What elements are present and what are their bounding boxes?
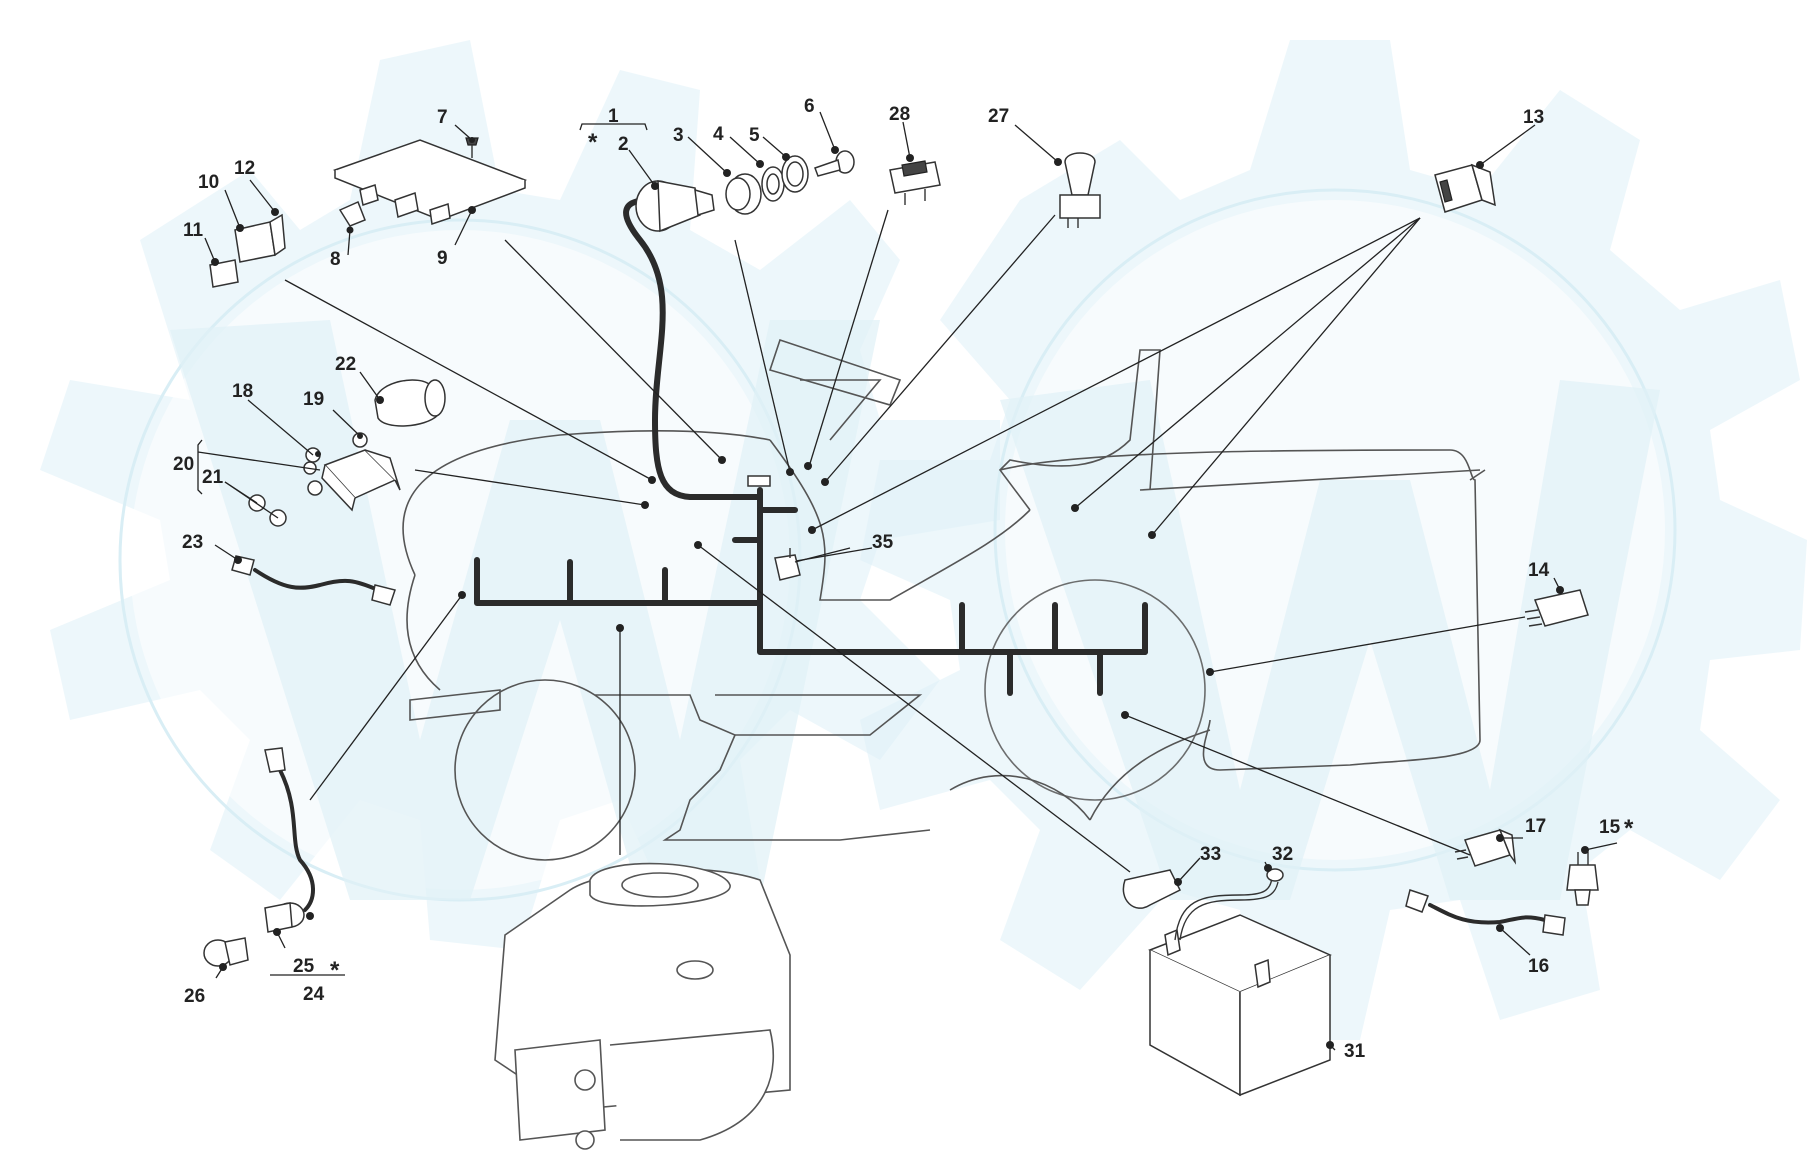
callout-4: 4 bbox=[713, 124, 724, 145]
main-harness bbox=[474, 197, 1148, 696]
callout-18: 18 bbox=[232, 381, 253, 402]
watermark bbox=[40, 40, 1807, 1040]
part-rocker-switch-28 bbox=[889, 154, 941, 205]
callout-24: 24 bbox=[303, 984, 325, 1005]
callouts: 1 2 3 4 5 6 7 8 9 10 11 12 13 14 15 16 1… bbox=[173, 96, 1634, 1062]
marker-asterisk-2: * bbox=[1624, 815, 1634, 842]
part-engine bbox=[494, 862, 791, 1150]
part-lamp-harness-24 bbox=[264, 747, 315, 936]
callout-23: 23 bbox=[182, 532, 203, 553]
marker-asterisk-1: * bbox=[588, 129, 598, 156]
part-circuit-board-9 bbox=[332, 139, 528, 225]
callout-15: 15 bbox=[1599, 817, 1621, 838]
part-sensor-15 bbox=[1566, 846, 1599, 906]
callout-26: 26 bbox=[184, 986, 205, 1007]
callout-8: 8 bbox=[330, 249, 341, 270]
part-battery-31 bbox=[1148, 914, 1334, 1097]
callout-6: 6 bbox=[804, 96, 815, 117]
marker-asterisk-3: * bbox=[330, 957, 340, 984]
callout-19: 19 bbox=[303, 389, 324, 410]
callout-32: 32 bbox=[1272, 844, 1293, 865]
callout-33: 33 bbox=[1200, 844, 1221, 865]
callout-22: 22 bbox=[335, 354, 356, 375]
callout-10: 10 bbox=[198, 172, 219, 193]
part-microswitch-14 bbox=[1524, 586, 1589, 627]
tractor-outline bbox=[402, 338, 1486, 861]
part-ring-5 bbox=[781, 153, 809, 193]
callout-21: 21 bbox=[202, 467, 224, 488]
group-brackets bbox=[197, 123, 648, 976]
part-cable-16 bbox=[1405, 889, 1566, 936]
callout-3: 3 bbox=[673, 125, 684, 146]
part-key-6 bbox=[814, 146, 855, 177]
callout-28: 28 bbox=[889, 104, 910, 125]
part-solenoid-20 bbox=[303, 449, 401, 512]
callout-5: 5 bbox=[749, 125, 760, 146]
callout-11: 11 bbox=[183, 220, 204, 241]
callout-25: 25 bbox=[293, 956, 315, 977]
part-cover-22 bbox=[374, 379, 446, 427]
callout-12: 12 bbox=[234, 158, 255, 179]
callout-14: 14 bbox=[1528, 560, 1550, 581]
part-battery-cables-32-33 bbox=[1122, 864, 1284, 941]
callout-27: 27 bbox=[988, 106, 1009, 127]
part-nut-3 bbox=[723, 169, 762, 215]
part-relays-10-11-12 bbox=[209, 208, 286, 288]
callout-13: 13 bbox=[1523, 107, 1544, 128]
callout-1: 1 bbox=[608, 106, 619, 127]
part-push-switch-27 bbox=[1054, 152, 1101, 228]
part-clip-35 bbox=[774, 548, 801, 581]
leader-lines bbox=[284, 209, 1526, 873]
callout-9: 9 bbox=[437, 248, 448, 269]
callout-17: 17 bbox=[1525, 816, 1546, 837]
part-switch-13 bbox=[1434, 161, 1496, 213]
callout-leaders bbox=[204, 111, 1618, 1051]
callout-16: 16 bbox=[1528, 956, 1549, 977]
callout-20: 20 bbox=[173, 454, 194, 475]
part-bulb-26 bbox=[203, 937, 249, 971]
callout-7: 7 bbox=[437, 107, 448, 128]
part-cable-23 bbox=[231, 555, 396, 606]
callout-31: 31 bbox=[1344, 1041, 1366, 1062]
part-ignition-switch-2 bbox=[635, 180, 715, 233]
callout-35: 35 bbox=[872, 532, 894, 553]
callout-2: 2 bbox=[618, 134, 629, 155]
